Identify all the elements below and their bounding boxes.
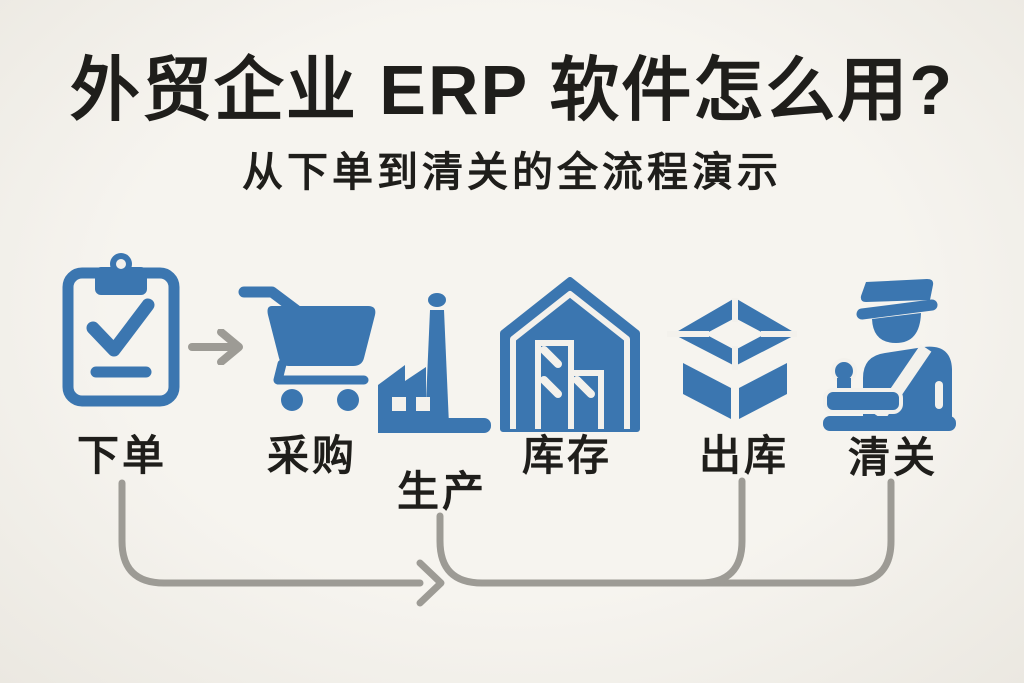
shopping-cart-icon (238, 286, 376, 411)
connector-order-to-production (118, 479, 424, 587)
factory-icon (378, 293, 491, 433)
connector-arrowhead-icon (416, 559, 445, 607)
connector-branch-outbound (696, 477, 746, 587)
flow-arrow-icon (188, 329, 243, 365)
step-production-label: 生产 (396, 468, 487, 515)
step-inventory-label: 库存 (521, 432, 612, 479)
customs-officer-icon (823, 279, 956, 431)
page-subtitle: 从下单到清关的全流程演示 (242, 149, 782, 195)
clipboard-check-icon (62, 253, 180, 407)
open-box-icon (667, 298, 797, 419)
step-customs-label: 清关 (847, 434, 938, 481)
step-place-order-label: 下单 (76, 432, 167, 479)
page-title: 外贸企业 ERP 软件怎么用? (69, 51, 955, 129)
connector-production-to-customs (436, 478, 895, 587)
step-outbound-label: 出库 (698, 432, 789, 479)
warehouse-icon (500, 277, 640, 432)
step-procurement-label: 采购 (266, 432, 357, 479)
